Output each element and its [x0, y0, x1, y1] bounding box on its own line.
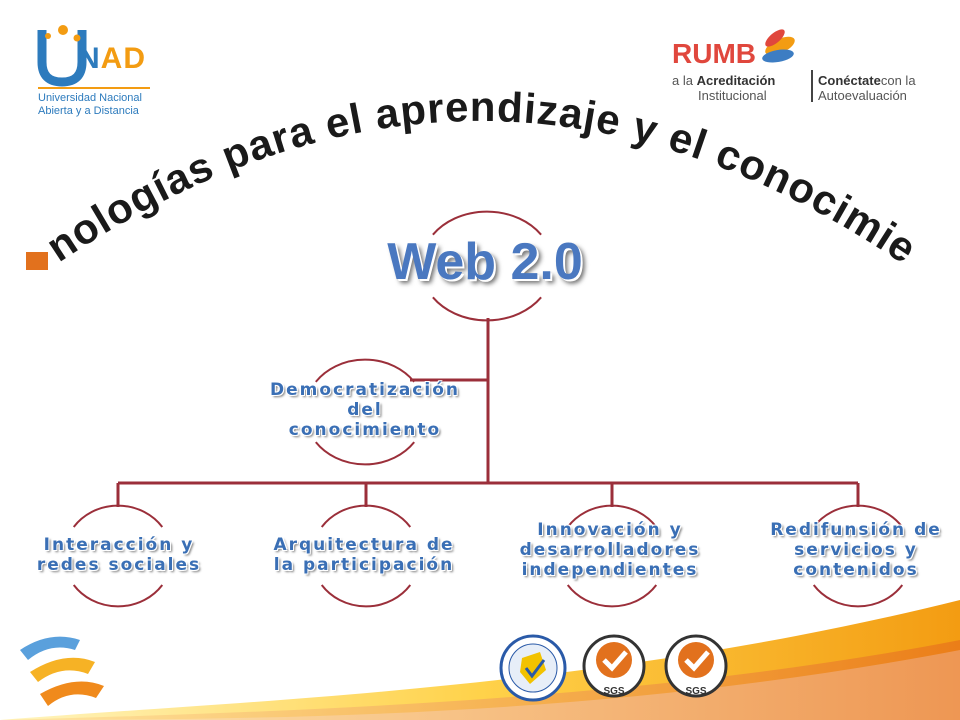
sgs-badge-1-icon: SGS: [582, 634, 646, 698]
unad-subtitle-line1: Universidad Nacional: [38, 92, 142, 104]
rumbo-right-line2: Autoevaluación: [818, 88, 907, 103]
child-3-line-1: Innovación y: [537, 520, 683, 540]
assistant-node-arc-top: [315, 358, 415, 383]
unad-subtitle: Universidad Nacional Abierta y a Distanc…: [38, 92, 142, 118]
rumbo-line1-strong: Acreditación: [696, 73, 776, 88]
rumbo-brand-text: RUMB: [672, 38, 756, 69]
child-1-line-2: redes sociales: [36, 555, 202, 575]
child-1-line-1: Interacción y: [43, 535, 195, 555]
unad-brand-letters-ad: AD: [100, 42, 147, 75]
assistant-label-line-3: conocimiento: [288, 420, 442, 440]
child-node-1-arc-top: [72, 504, 164, 528]
child-4-line-2: servicios y: [794, 540, 918, 560]
rumbo-line2: Institucional: [698, 88, 767, 103]
root-node-arc-top: [432, 210, 542, 236]
child-node-2-arc-bottom: [320, 584, 412, 608]
assistant-node-label: Democratización del conocimiento: [262, 380, 468, 440]
child-4-line-3: contenidos: [793, 560, 919, 580]
child-node-3-arc-top: [566, 504, 658, 528]
child-2-line-1: Arquitectura de: [273, 535, 455, 555]
rumbo-right-text: Conéctatecon la Autoevaluación: [818, 73, 916, 103]
rumbo-line1-prefix: a la: [672, 73, 693, 88]
bottom-swoosh-yellow: [0, 600, 960, 720]
child-3-line-2: desarrolladores: [519, 540, 701, 560]
certification-seal-colombia-icon: [499, 634, 567, 702]
assistant-node-arc-bottom: [315, 441, 415, 466]
child-node-1-label: Interacción y redes sociales: [24, 535, 214, 575]
child-node-2-arc-top: [320, 504, 412, 528]
rumbo-right-strong: Conéctate: [818, 73, 881, 88]
child-node-1-arc-bottom: [72, 584, 164, 608]
rumbo-logo-icon: [762, 29, 813, 102]
root-node-title: Web 2.0: [387, 233, 583, 291]
sgs-badge-2-icon: SGS: [664, 634, 728, 698]
child-node-4-arc-top: [812, 504, 904, 528]
child-node-4-arc-bottom: [812, 584, 904, 608]
bottom-left-arrows-icon: [20, 636, 104, 706]
child-node-3-label: Innovación y desarrolladores independien…: [510, 520, 710, 580]
child-node-3-arc-bottom: [566, 584, 658, 608]
child-3-line-3: independientes: [521, 560, 699, 580]
rumbo-right-light: con la: [880, 73, 916, 88]
unad-logo: [37, 25, 150, 89]
unad-brand-text: NAD: [78, 42, 146, 76]
rumbo-subtitle: a la Acreditación Institucional: [672, 73, 775, 103]
svg-text:SGS: SGS: [685, 686, 706, 697]
child-node-4-label: Redifunsión de servicios y contenidos: [758, 520, 954, 580]
assistant-label-line-1: Democratización: [270, 380, 460, 400]
child-4-line-1: Redifunsión de: [770, 520, 942, 540]
assistant-label-line-2: del: [347, 400, 383, 420]
unad-brand-letter-n: N: [78, 42, 101, 75]
unad-subtitle-line2: Abierta y a Distancia: [38, 105, 139, 117]
title-bullet-icon: [26, 252, 48, 270]
root-node-arc-bottom: [432, 296, 542, 322]
bottom-swoosh-orange: [0, 640, 960, 720]
svg-text:SGS: SGS: [603, 686, 624, 697]
child-node-2-label: Arquitectura de la participación: [266, 535, 462, 575]
child-2-line-2: la participación: [273, 555, 455, 575]
